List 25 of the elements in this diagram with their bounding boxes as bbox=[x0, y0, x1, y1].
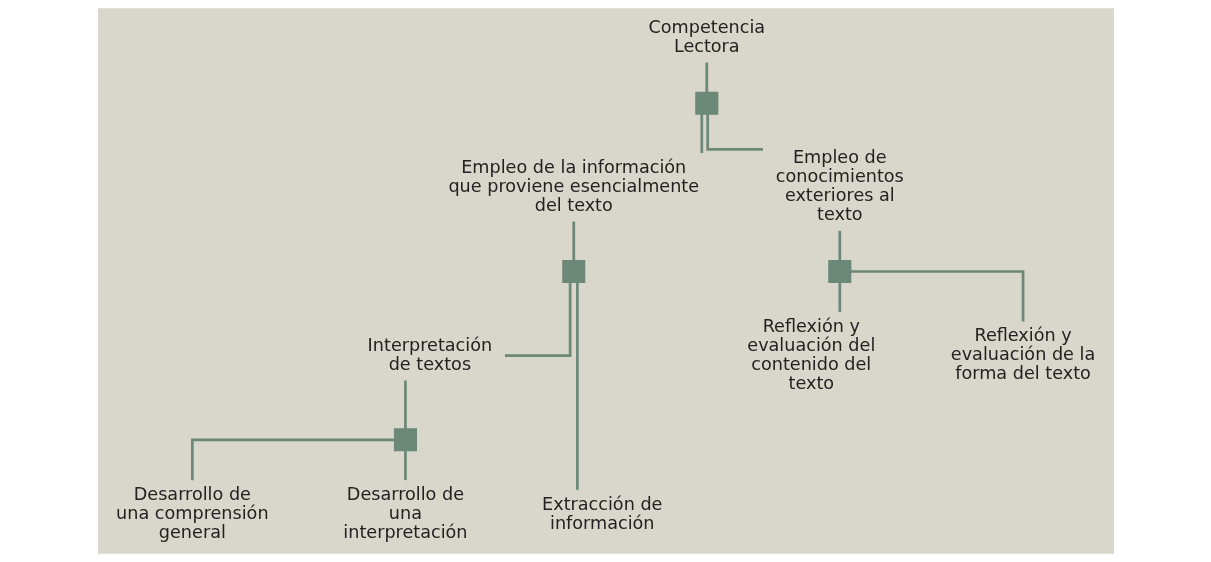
connector bbox=[837, 282, 841, 312]
connector bbox=[504, 282, 571, 357]
node-box bbox=[393, 428, 417, 452]
node-box bbox=[694, 91, 718, 115]
node-text: Interpretación de textos bbox=[367, 334, 492, 374]
connector bbox=[403, 380, 407, 429]
connector bbox=[190, 438, 395, 481]
node-text: Competencia Lectora bbox=[647, 17, 765, 57]
node-box bbox=[561, 259, 585, 284]
connector bbox=[575, 282, 579, 490]
node-text: Empleo de conocimientos exteriores al texto bbox=[775, 147, 904, 225]
connector bbox=[403, 450, 407, 481]
connector bbox=[837, 230, 841, 261]
node-text: Reflexión y evaluación de la forma del texto bbox=[950, 325, 1095, 384]
connector bbox=[705, 114, 763, 151]
node-text: Extracción de información bbox=[541, 493, 662, 533]
node-text: Desarrollo de una interpretación bbox=[342, 484, 468, 543]
node-text: Desarrollo de una comprensión general bbox=[115, 484, 269, 543]
node-text: Reflexión y evaluación del contenido del texto bbox=[746, 315, 875, 393]
node-text: Empleo de la información que proviene esencialmente del texto bbox=[447, 156, 699, 215]
connector bbox=[571, 221, 575, 261]
connector bbox=[699, 114, 703, 154]
node-box bbox=[827, 259, 851, 284]
connector bbox=[850, 270, 1024, 322]
connector bbox=[704, 62, 708, 93]
